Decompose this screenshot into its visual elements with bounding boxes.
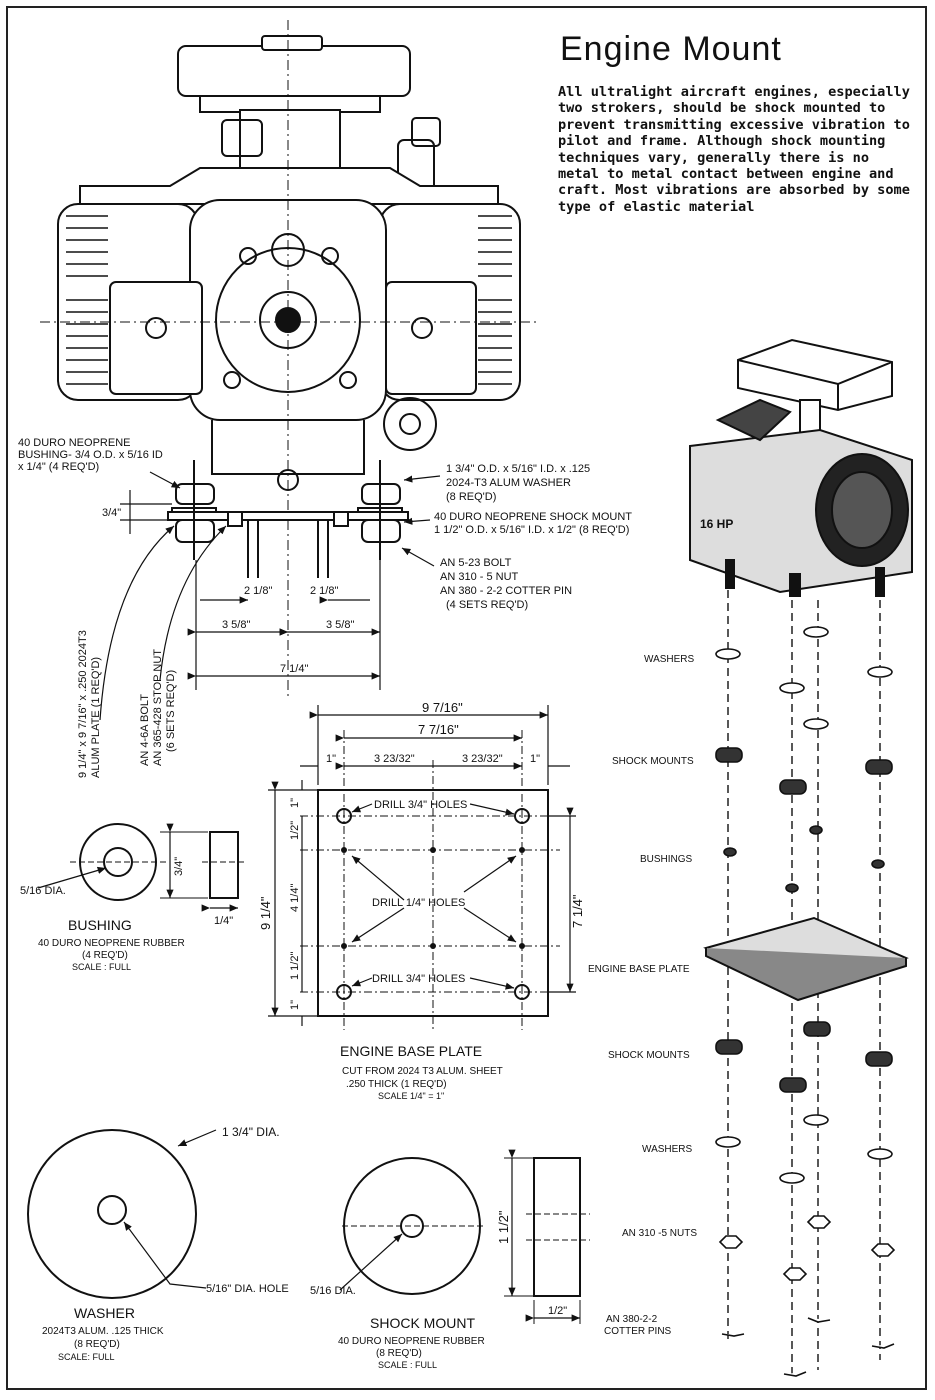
drill-top: DRILL 3/4" HOLES <box>374 799 467 811</box>
shock-mount-centerlines <box>342 1213 590 1241</box>
bushing-drawing <box>37 823 239 912</box>
washer-note-1: 1 3/4" O.D. x 5/16" I.D. x .125 <box>446 463 590 475</box>
dim-right-7-1-4: 7 1/4" <box>570 894 585 928</box>
center-lines <box>40 20 540 700</box>
label-bushings: BUSHINGS <box>640 854 693 865</box>
dim-top-inner: 7 7/16" <box>418 722 459 737</box>
bushing-dia: 5/16 DIA. <box>20 885 66 897</box>
intro-paragraph: All ultralight aircraft engines, especia… <box>558 84 910 215</box>
washer-labels: 1 3/4" DIA. 5/16" DIA. HOLE WASHER 2024T… <box>42 1125 289 1362</box>
dim-side-half-top: 1/2" <box>289 821 301 840</box>
dim-top-outer: 9 7/16" <box>422 700 463 715</box>
front-dimensions <box>99 471 441 721</box>
page-title: Engine Mount <box>560 30 782 68</box>
drill-bottom: DRILL 3/4" HOLES <box>372 973 465 985</box>
shock-note-2: 1 1/2" O.D. x 5/16" I.D. x 1/2" (8 REQ'D… <box>434 524 629 536</box>
washer-note-3: (8 REQ'D) <box>446 491 496 503</box>
dim-side-inner: 4 1/4" <box>289 884 301 912</box>
bushing-caption: BUSHING <box>68 917 132 933</box>
washer-note-2: 2024-T3 ALUM WASHER <box>446 477 571 489</box>
bushing-sub3: SCALE : FULL <box>72 962 131 972</box>
bushing-labels: 5/16 DIA. 3/4" 1/4" BUSHING 40 DURO NEOP… <box>20 857 233 972</box>
drawing-border <box>6 6 927 1390</box>
bolt-note-3: AN 380 - 2-2 COTTER PIN <box>440 585 572 597</box>
bolt-note-4: (4 SETS REQ'D) <box>446 599 528 611</box>
dim-side-total: 9 1/4" <box>258 896 273 930</box>
dim-2-1-8-left: 2 1/8" <box>244 585 272 597</box>
bushing-sub1: 40 DURO NEOPRENE RUBBER <box>38 938 185 949</box>
exploded-parts <box>715 626 893 893</box>
engine-3d <box>689 338 913 597</box>
engine-front-view <box>57 35 521 491</box>
washer-sub1: 2024T3 ALUM. .125 THICK <box>42 1326 164 1337</box>
base-plate-centerlines <box>300 730 560 1030</box>
bushing-note-1: 40 DURO NEOPRENE <box>18 437 130 449</box>
bushing-sub2: (4 REQ'D) <box>82 950 128 961</box>
dim-7-1-4: 7 1/4" <box>280 663 308 675</box>
label-washers-1: WASHERS <box>644 654 695 665</box>
dim-right-1: 1" <box>530 753 540 765</box>
label-shock-mounts-1: SHOCK MOUNTS <box>612 756 694 767</box>
shock-sub2: (8 REQ'D) <box>376 1348 422 1359</box>
hp-badge: 16 HP <box>700 517 733 531</box>
front-mount-stack <box>167 460 409 578</box>
dim-3-23-32-right: 3 23/32" <box>462 753 503 765</box>
shock-height: 1 1/2" <box>496 1210 511 1244</box>
plate-note-1: 9 1/4" x 9 7/16" x .250 2024T3 <box>77 630 89 778</box>
base-plate-labels: 9 7/16" 7 7/16" 1" 3 23/32" 3 23/32" 1" … <box>258 700 585 1101</box>
dim-side-bottom1: 1" <box>289 1000 301 1010</box>
bushing-note-2: BUSHING- 3/4 O.D. x 5/16 ID <box>18 449 163 461</box>
label-washers-2: WASHERS <box>642 1144 693 1155</box>
stopnut-note-3: (6 SETS REQ'D) <box>165 670 177 752</box>
dim-3-5-8-right: 3 5/8" <box>326 619 354 631</box>
dim-side-top1: 1" <box>289 798 301 808</box>
front-view-labels: 40 DURO NEOPRENE BUSHING- 3/4 O.D. x 5/1… <box>18 437 632 675</box>
dim-left-1: 1" <box>326 753 336 765</box>
base-plate-sub1: CUT FROM 2024 T3 ALUM. SHEET <box>342 1066 503 1077</box>
shock-mount-labels: 5/16 DIA. 1 1/2" 1/2" SHOCK MOUNT 40 DUR… <box>310 1210 567 1370</box>
plate-note-2: ALUM PLATE (1 REQ'D) <box>90 657 102 778</box>
dim-three-quarter: 3/4" <box>102 507 121 519</box>
exploded-base-plate <box>703 916 909 1002</box>
exploded-labels: WASHERS SHOCK MOUNTS BUSHINGS ENGINE BAS… <box>588 654 697 1337</box>
bolt-note-1: AN 5-23 BOLT <box>440 557 512 569</box>
stopnut-note-2: AN 365-428 STOP NUT <box>152 649 164 766</box>
shock-dia: 5/16 DIA. <box>310 1285 356 1297</box>
bushing-thick: 1/4" <box>214 915 233 927</box>
base-plate-sub3: SCALE 1/4" = 1" <box>378 1091 444 1101</box>
base-plate-dimensions <box>268 705 576 1026</box>
shock-thick: 1/2" <box>548 1305 567 1317</box>
dim-side-1-1-2: 1 1/2" <box>289 952 301 980</box>
dim-3-23-32-left: 3 23/32" <box>374 753 415 765</box>
label-nuts: AN 310 -5 NUTS <box>622 1228 697 1239</box>
base-plate-sub2: .250 THICK (1 REQ'D) <box>346 1079 447 1090</box>
dim-2-1-8-right: 2 1/8" <box>310 585 338 597</box>
label-cotter-2: COTTER PINS <box>604 1326 672 1337</box>
shock-sub3: SCALE : FULL <box>378 1360 437 1370</box>
bushing-note-3: x 1/4" (4 REQ'D) <box>18 461 99 473</box>
shock-mount-drawing <box>339 1149 581 1324</box>
washer-hole: 5/16" DIA. HOLE <box>206 1283 289 1295</box>
drill-mid: DRILL 1/4" HOLES <box>372 897 465 909</box>
rotated-notes: 9 1/4" x 9 7/16" x .250 2024T3 ALUM PLAT… <box>77 630 177 778</box>
stopnut-note-1: AN 4-6A BOLT <box>139 694 151 766</box>
bushing-height: 3/4" <box>173 857 185 876</box>
washer-outer-dia: 1 3/4" DIA. <box>222 1125 280 1139</box>
bolt-note-2: AN 310 - 5 NUT <box>440 571 519 583</box>
exploded-parts-lower <box>715 1021 896 1377</box>
shock-caption: SHOCK MOUNT <box>370 1315 475 1331</box>
washer-drawing <box>27 1129 217 1299</box>
dim-3-5-8-left: 3 5/8" <box>222 619 250 631</box>
cylinder-fins <box>66 215 512 385</box>
washer-sub2: (8 REQ'D) <box>74 1339 120 1350</box>
base-plate-caption: ENGINE BASE PLATE <box>340 1043 482 1059</box>
label-engine-base-plate: ENGINE BASE PLATE <box>588 964 690 975</box>
shock-note-1: 40 DURO NEOPRENE SHOCK MOUNT <box>434 511 632 523</box>
washer-caption: WASHER <box>74 1305 135 1321</box>
shock-sub1: 40 DURO NEOPRENE RUBBER <box>338 1336 485 1347</box>
label-shock-mounts-2: SHOCK MOUNTS <box>608 1050 690 1061</box>
label-cotter-1: AN 380-2-2 <box>606 1314 658 1325</box>
washer-sub3: SCALE: FULL <box>58 1352 115 1362</box>
